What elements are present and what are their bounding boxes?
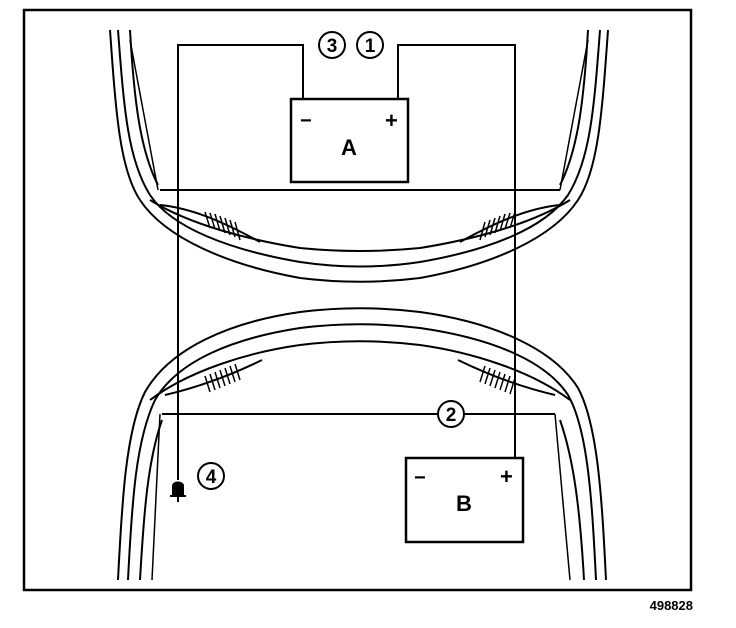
battery-b-negative-sign: − (414, 467, 426, 489)
battery-a-negative-sign: − (300, 110, 312, 132)
vehicle-a-outline (109, 29, 609, 283)
svg-text:4: 4 (206, 467, 217, 488)
svg-text:2: 2 (446, 405, 457, 426)
vehicle-b-grille-right (479, 365, 516, 395)
positive-cable (397, 44, 516, 458)
svg-text:1: 1 (365, 36, 376, 57)
battery-a: − + A (289, 97, 410, 184)
jumper-cables (177, 44, 516, 480)
battery-b-positive-sign: + (500, 464, 513, 489)
vehicle-a-grille-left (204, 211, 241, 241)
callout-3: 3 (318, 31, 346, 59)
callout-2: 2 (437, 400, 465, 428)
battery-a-positive-sign: + (385, 108, 398, 133)
vehicle-a-grille-right (479, 211, 516, 241)
vehicle-b-grille-left (204, 363, 241, 393)
vehicle-b-outline (117, 307, 607, 581)
ground-point-icon (170, 481, 186, 502)
battery-a-label: A (341, 135, 357, 160)
figure-reference-number: 498828 (650, 598, 693, 613)
battery-b: − + B (404, 456, 525, 544)
svg-text:3: 3 (327, 36, 338, 57)
battery-b-label: B (456, 491, 472, 516)
negative-cable (177, 44, 304, 480)
callout-4: 4 (197, 462, 225, 490)
diagram-frame (22, 8, 693, 592)
callout-1: 1 (356, 31, 384, 59)
